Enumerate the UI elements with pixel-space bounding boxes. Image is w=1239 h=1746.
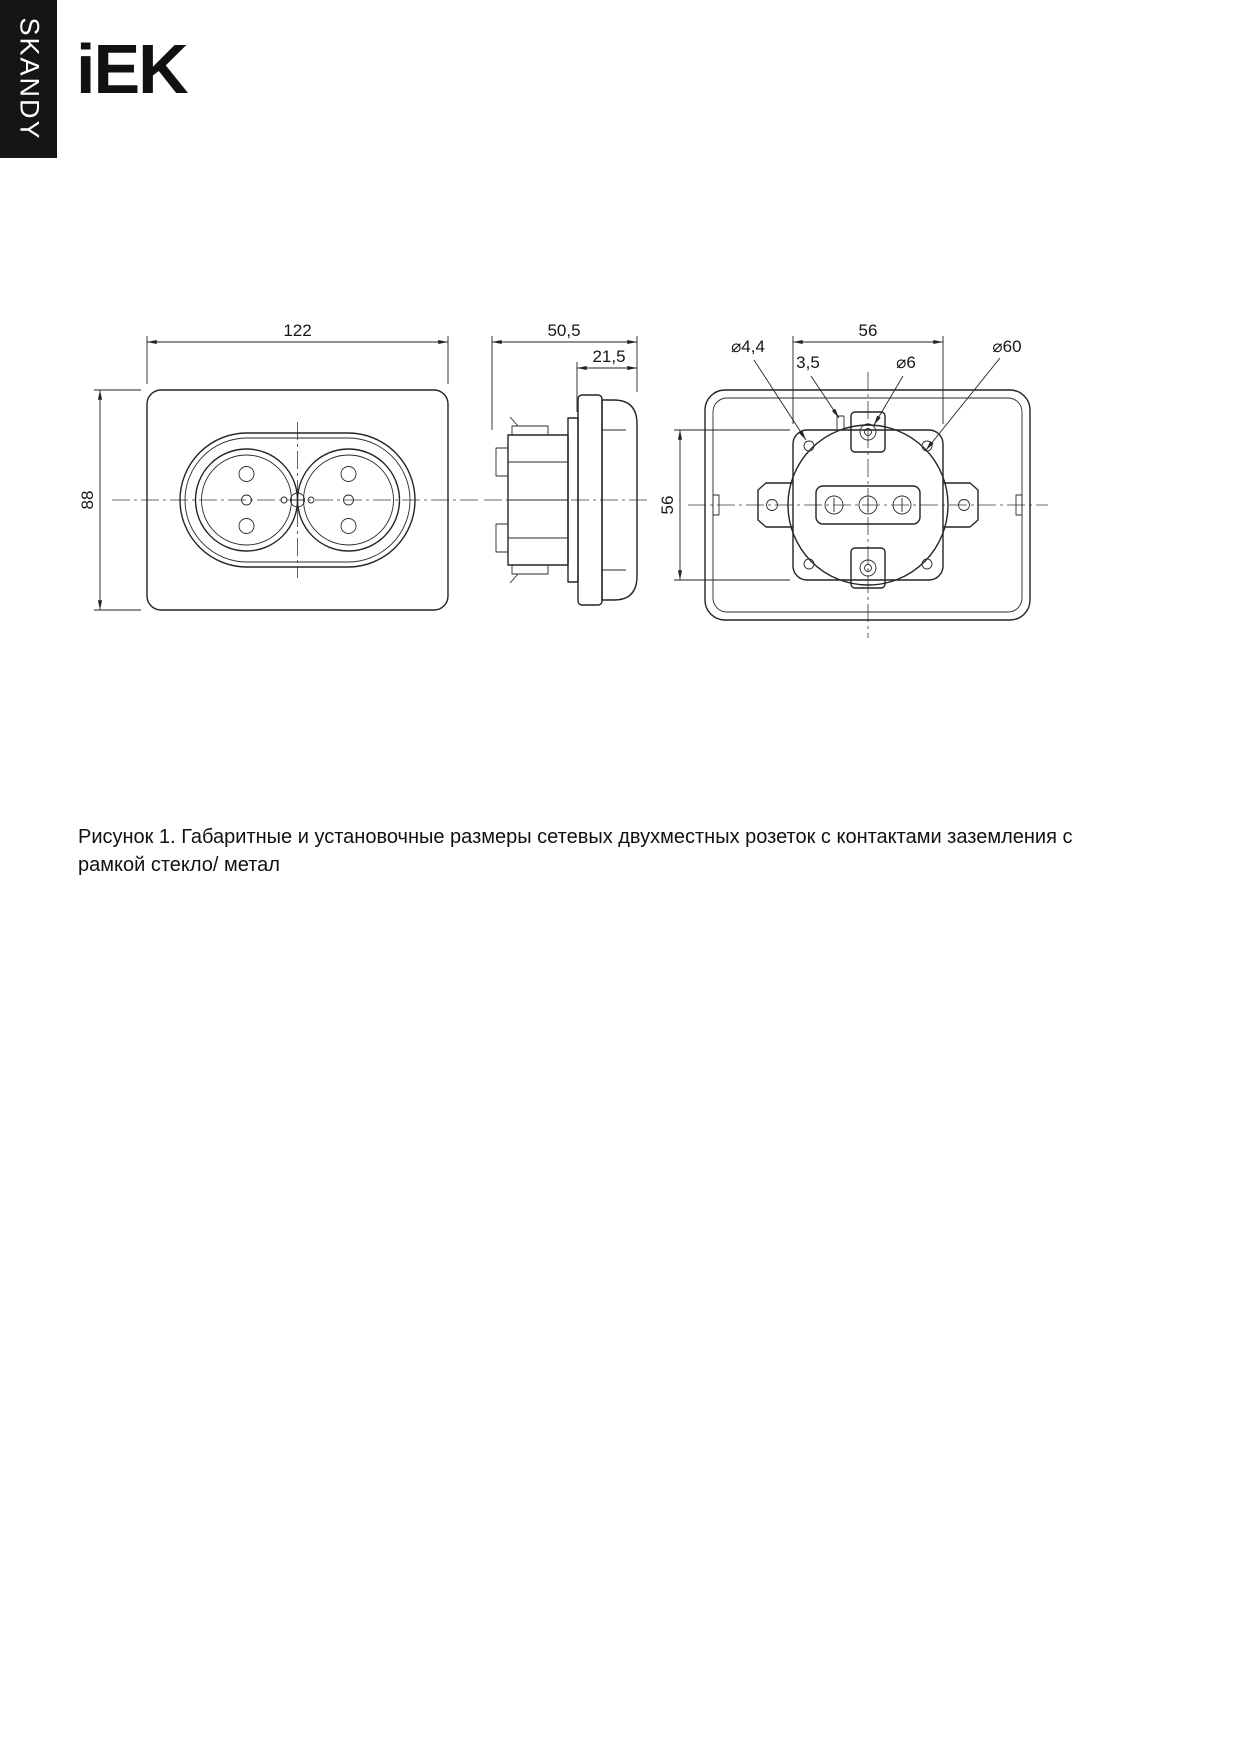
side-depth-front-label: 21,5: [592, 347, 625, 366]
dimension-side-depth-total: 50,5: [491, 321, 638, 430]
hole-dia-label: ⌀4,4: [731, 337, 765, 356]
series-name: SKANDY: [14, 17, 44, 141]
back-height-label: 56: [658, 496, 677, 515]
side-depth-total-label: 50,5: [547, 321, 580, 340]
dimension-front-width: 122: [146, 321, 449, 384]
back-view-drawing: 56 56 ⌀4,4 3,5 ⌀6: [658, 321, 1048, 638]
side-view-drawing: 50,5 21,5: [484, 321, 650, 606]
front-height-label: 88: [78, 491, 97, 510]
iek-logo: iEK: [76, 30, 189, 108]
figure-caption-line1: Рисунок 1. Габаритные и установочные раз…: [78, 826, 1073, 848]
front-view-drawing: 122 88: [78, 321, 482, 611]
back-width-label: 56: [859, 321, 878, 340]
dimension-front-height: 88: [78, 389, 141, 611]
screw-dia-label: ⌀6: [896, 353, 916, 372]
leader-hole-dia: ⌀4,4: [731, 337, 807, 441]
dimension-side-depth-front: 21,5: [576, 347, 637, 412]
slot-width-label: 3,5: [796, 353, 820, 372]
dimension-drawing-svg: 122 88: [78, 321, 1048, 638]
series-band: SKANDY: [0, 0, 57, 158]
leader-screw-dia: ⌀6: [873, 353, 916, 426]
leader-slot-width: 3,5: [796, 353, 840, 419]
box-dia-label: ⌀60: [992, 337, 1021, 356]
figure-caption: Рисунок 1. Габаритные и установочные раз…: [78, 824, 1183, 879]
front-width-label: 122: [283, 321, 311, 340]
figure-caption-line2: рамкой стекло/ метал: [78, 853, 280, 876]
dimension-back-height: 56: [658, 429, 790, 581]
technical-drawings: 122 88: [60, 300, 1120, 655]
leader-box-dia: ⌀60: [925, 337, 1022, 451]
dimension-back-width: 56: [792, 321, 944, 424]
